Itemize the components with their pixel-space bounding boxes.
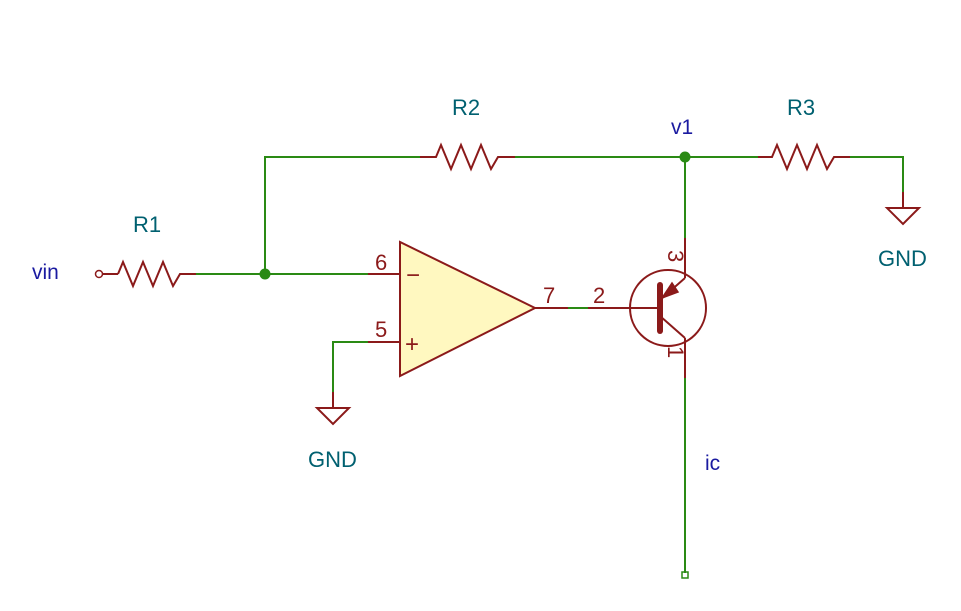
net-label-ic: ic [705, 452, 720, 475]
resistor-r1-zigzag [117, 259, 196, 289]
opamp-pin-number-inverting: 6 [375, 250, 387, 275]
junction-feedback [259, 268, 271, 280]
transistor-pin-number-emitter: 3 [663, 250, 688, 262]
opamp-pin-number-output: 7 [543, 283, 555, 308]
ref-label-r3: R3 [787, 95, 815, 120]
ref-label-gnd-right: GND [878, 246, 927, 271]
ground-symbol-bottom[interactable] [314, 392, 352, 426]
transistor-emitter-arrow-icon [660, 281, 680, 300]
vin-terminal-icon [94, 269, 104, 279]
resistor-r2[interactable] [420, 142, 515, 172]
junction-v1 [679, 151, 691, 163]
transistor-pnp[interactable] [588, 238, 707, 378]
opamp-triangle [399, 240, 538, 378]
resistor-r1[interactable] [117, 259, 196, 289]
ground-symbol-right[interactable] [884, 192, 922, 226]
ref-label-r2: R2 [452, 95, 480, 120]
ground-bottom-icon [314, 407, 352, 426]
vin-terminal[interactable] [94, 269, 119, 279]
opamp-plus-sign: + [405, 331, 419, 358]
opamp[interactable] [368, 240, 568, 378]
opamp-minus-sign: − [406, 262, 420, 289]
net-label-vin: vin [32, 261, 59, 284]
ref-label-r1: R1 [133, 212, 161, 237]
opamp-pin-number-noninverting: 5 [375, 317, 387, 342]
transistor-pin-number-base: 2 [593, 283, 605, 308]
wire-r3-to-gnd [849, 156, 904, 193]
ground-right-icon [884, 207, 922, 226]
resistor-r2-zigzag [420, 142, 515, 172]
net-label-v1: v1 [671, 116, 693, 139]
wires [195, 156, 904, 573]
resistor-r3-zigzag [758, 142, 850, 172]
ref-label-gnd-bottom: GND [308, 447, 357, 472]
resistor-r3[interactable] [758, 142, 850, 172]
transistor-collector-leg [659, 315, 686, 339]
wire-noninv-to-gnd [332, 341, 369, 393]
transistor-pin-number-collector: 1 [663, 346, 688, 358]
ic-terminal-icon[interactable] [681, 571, 689, 579]
